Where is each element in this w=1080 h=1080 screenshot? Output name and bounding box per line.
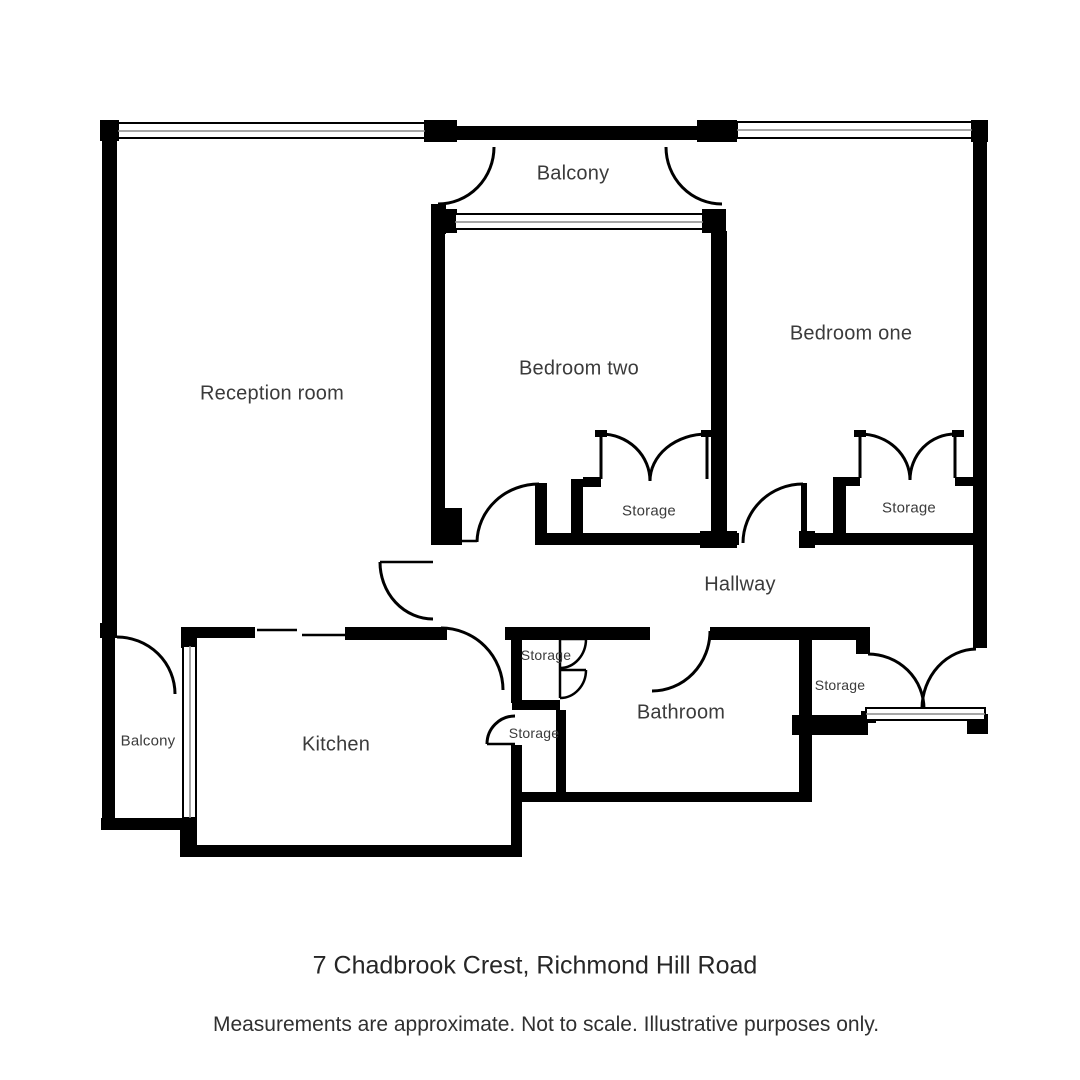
wall xyxy=(833,477,846,543)
bifold-door-storage-top xyxy=(558,637,588,700)
wall xyxy=(102,120,117,638)
room-label-hallway: Hallway xyxy=(704,573,776,596)
door-arc-storage-b1-right xyxy=(908,432,956,481)
wall xyxy=(846,477,860,486)
window-kitchen-balcony xyxy=(182,645,197,819)
room-label-storage-hall-right: Storage xyxy=(814,677,866,693)
room-label-balcony-bottom: Balcony xyxy=(120,732,176,750)
wall xyxy=(556,710,566,802)
wall xyxy=(431,209,457,233)
door-arc-kitchen xyxy=(440,626,505,691)
wall xyxy=(799,531,815,548)
wall xyxy=(431,233,445,510)
wall xyxy=(792,715,868,735)
room-label-reception: Reception room xyxy=(200,382,344,405)
wall xyxy=(511,640,522,703)
opening-lines-reception-kitchen xyxy=(257,628,345,637)
room-label-storage-hall-bottom: Storage xyxy=(508,725,560,741)
wall xyxy=(583,477,601,487)
wall xyxy=(545,533,739,545)
door-arc-storage-b2-right xyxy=(648,432,708,482)
door-arc-reception-balcony-top xyxy=(437,146,496,206)
wall xyxy=(952,430,964,437)
door-arc-entrance-right xyxy=(920,647,977,709)
wall xyxy=(100,120,119,141)
wall xyxy=(535,483,547,545)
wall xyxy=(973,120,987,648)
wall xyxy=(571,479,583,543)
wall xyxy=(181,627,197,648)
door-arc-bathroom xyxy=(651,630,712,693)
door-arc-bedroom-one-balcony xyxy=(664,146,723,206)
wall xyxy=(812,533,973,545)
room-label-bedroom-two: Bedroom two xyxy=(518,357,640,380)
wall xyxy=(700,531,737,548)
room-label-bathroom: Bathroom xyxy=(636,701,726,724)
room-label-bedroom-one: Bedroom one xyxy=(789,322,913,345)
wall xyxy=(345,627,447,640)
walls xyxy=(100,120,988,857)
wall xyxy=(505,627,650,640)
wall xyxy=(101,818,180,830)
window-bedroom-two-balcony xyxy=(454,213,704,230)
wall xyxy=(181,627,255,638)
door-arc-storage-bottom xyxy=(485,714,516,745)
plan-title: 7 Chadbrook Crest, Richmond Hill Road xyxy=(312,951,758,980)
wall xyxy=(181,845,522,857)
wall xyxy=(801,483,807,533)
window-hallway-entrance xyxy=(865,707,986,721)
wall xyxy=(431,508,462,545)
door-arc-reception-balcony-bottom xyxy=(116,635,177,695)
door-arc-storage-b1-left xyxy=(859,432,912,481)
wall xyxy=(955,477,973,486)
room-label-storage-bedroom-one: Storage xyxy=(882,499,936,517)
room-label-storage-hall-top: Storage xyxy=(520,647,572,663)
wall xyxy=(799,627,812,802)
wall xyxy=(856,627,870,654)
room-label-balcony-top: Balcony xyxy=(536,162,610,185)
door-arc-reception-hallway xyxy=(378,561,434,621)
wall xyxy=(702,209,726,233)
wall xyxy=(100,623,117,638)
wall xyxy=(697,120,737,142)
wall xyxy=(445,126,737,140)
room-label-kitchen: Kitchen xyxy=(301,733,371,756)
wall xyxy=(812,627,858,640)
doors xyxy=(116,146,977,746)
wall xyxy=(711,231,727,545)
door-arc-storage-b2-left xyxy=(600,432,652,482)
window-reception-top xyxy=(117,122,426,139)
windows xyxy=(117,121,986,819)
window-bedroom-one-top xyxy=(736,121,973,139)
wall xyxy=(180,818,197,857)
wall xyxy=(512,700,560,710)
wall xyxy=(710,627,812,640)
door-arc-entrance-left xyxy=(867,652,926,710)
door-arc-bedroom-one xyxy=(741,482,804,544)
door-arc-bedroom-two xyxy=(475,482,540,543)
room-label-storage-bedroom-two: Storage xyxy=(622,502,676,520)
plan-disclaimer: Measurements are approximate. Not to sca… xyxy=(212,1013,880,1036)
wall xyxy=(102,638,115,830)
wall xyxy=(511,792,812,802)
